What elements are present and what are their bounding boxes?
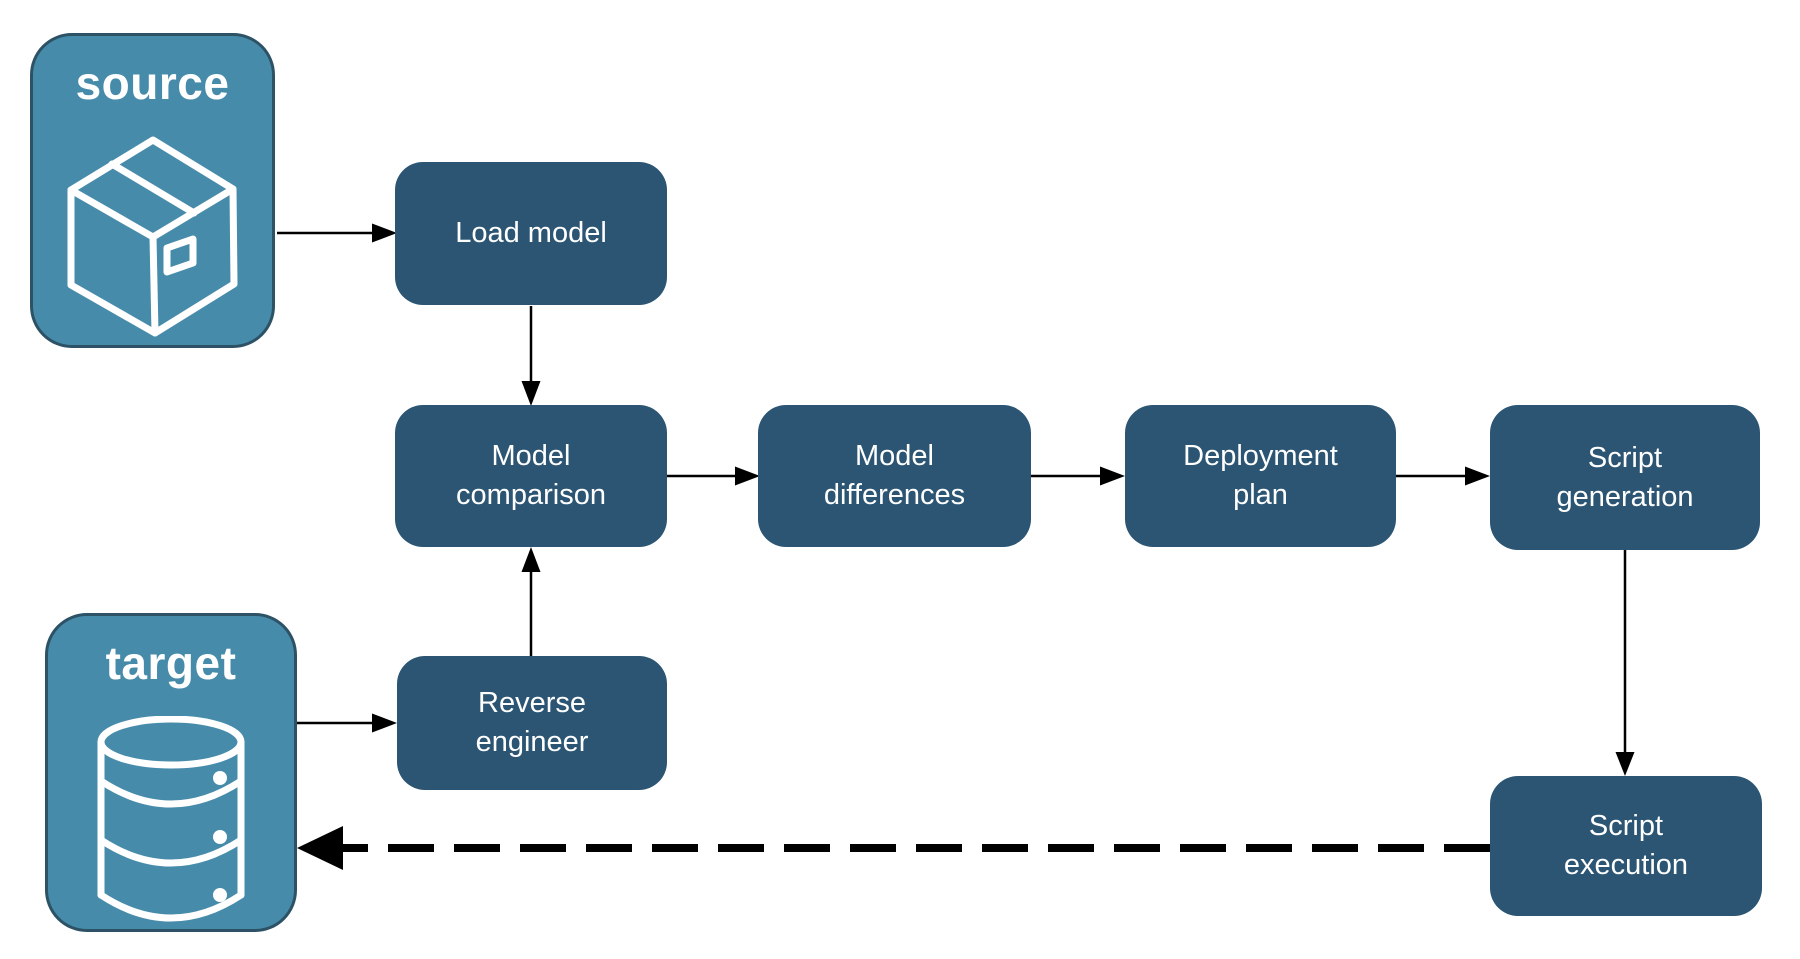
script-generation-label: Script generation (1556, 441, 1694, 513)
edge-reverse-engineer-to-model-comparison (521, 547, 541, 656)
node-model-differences: Model differences (758, 405, 1031, 547)
package-icon (67, 136, 237, 337)
node-script-generation: Script generation (1490, 405, 1760, 550)
model-comparison-label: Model comparison (456, 440, 606, 511)
database-icon (97, 716, 245, 922)
model-differences-label: Model differences (823, 440, 966, 511)
node-load-model: Load model (395, 162, 667, 305)
edge-model-differences-to-deployment-plan (1031, 466, 1125, 486)
edge-target-to-reverse-engineer (297, 713, 397, 733)
edge-script-execution-to-target-dashed (297, 826, 1490, 870)
edge-source-to-load-model (277, 223, 397, 243)
edge-script-generation-to-script-execution (1615, 550, 1635, 776)
node-target: target (45, 613, 297, 932)
node-source: source (30, 33, 275, 348)
node-script-execution: Script execution (1490, 776, 1762, 916)
node-reverse-engineer: Reverse engineer (397, 656, 667, 790)
edge-model-comparison-to-model-differences (667, 466, 760, 486)
edge-deployment-plan-to-script-generation (1396, 466, 1490, 486)
script-execution-label: Script execution (1563, 810, 1689, 881)
load-model-label: Load model (455, 217, 607, 250)
target-label: target (105, 637, 237, 689)
node-deployment-plan: Deployment plan (1125, 405, 1396, 547)
node-model-comparison: Model comparison (395, 405, 667, 547)
deployment-plan-label: Deployment plan (1183, 440, 1338, 511)
edge-load-model-to-model-comparison (521, 306, 541, 406)
source-label: source (75, 57, 230, 109)
reverse-engineer-label: Reverse engineer (475, 687, 589, 758)
